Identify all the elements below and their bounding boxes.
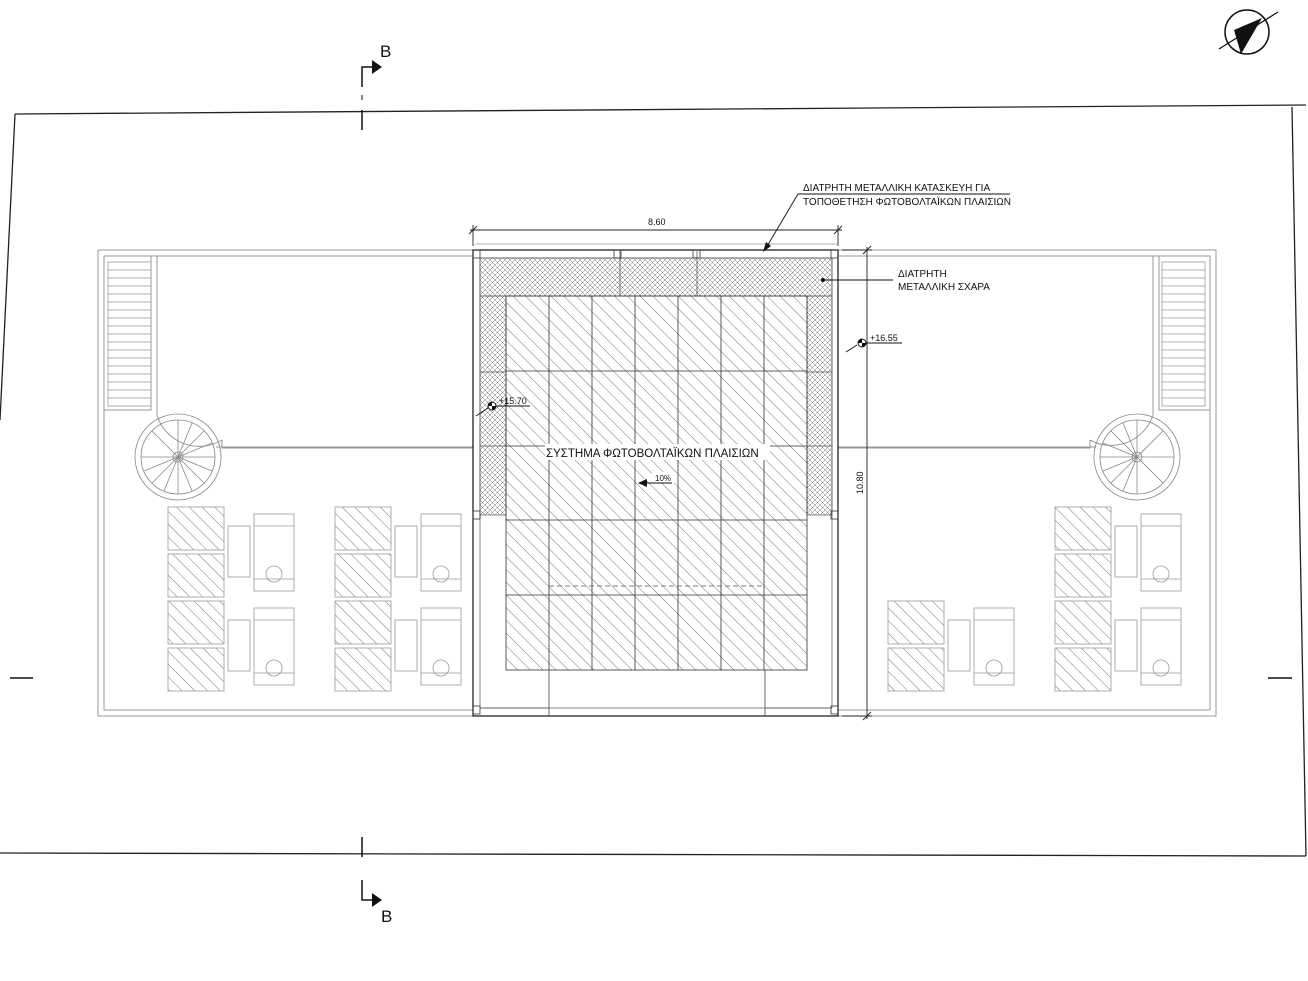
structure-note-line2: ΤΟΠΟΘΕΤΗΣΗ ΦΩΤΟΒΟΛΤΑΪΚΩΝ ΠΛΑΙΣΙΩΝ bbox=[803, 196, 1011, 208]
grating-note-line2: ΜΕΤΑΛΛΙΚΗ ΣΧΑΡΑ bbox=[898, 282, 990, 293]
level-right-label: +16.55 bbox=[870, 333, 898, 343]
structure-leader bbox=[763, 193, 1010, 252]
level-left-label: +15.70 bbox=[499, 396, 527, 406]
level-marker-left bbox=[475, 401, 530, 417]
pv-system-label: ΣΥΣΤΗΜΑ ΦΩΤΟΒΟΛΤΑΪΚΩΝ ΠΛΑΙΣΙΩΝ bbox=[546, 448, 759, 460]
hvac-units-right bbox=[887, 506, 1182, 692]
hvac-units-left bbox=[167, 506, 462, 692]
dimension-width-label: 8.60 bbox=[648, 217, 666, 227]
spiral-stair-right bbox=[1093, 413, 1181, 501]
grating-leader bbox=[821, 278, 893, 282]
plot-boundary bbox=[0, 104, 1307, 857]
left-louvre bbox=[107, 261, 152, 407]
dimension-height bbox=[842, 245, 872, 721]
slope-label: 10% bbox=[655, 474, 671, 483]
north-arrow-icon bbox=[1218, 9, 1279, 55]
section-label-bottom: B bbox=[381, 907, 392, 926]
dimension-width bbox=[468, 225, 843, 246]
level-marker-right bbox=[845, 338, 902, 353]
pv-structure bbox=[472, 249, 839, 717]
section-label-top: B bbox=[380, 42, 391, 61]
slope-arrow bbox=[638, 472, 676, 487]
section-line-b bbox=[10, 60, 1292, 907]
right-louvre bbox=[1161, 261, 1206, 407]
pv-label-mask bbox=[545, 444, 770, 460]
spiral-stair-left bbox=[134, 413, 222, 501]
roof-outline bbox=[97, 249, 1217, 717]
structure-note-line1: ΔΙΑΤΡΗΤΗ ΜΕΤΑΛΛΙΚΗ ΚΑΤΑΣΚΕΥΗ ΓΙΑ bbox=[803, 183, 990, 194]
dimension-height-label: 10.80 bbox=[855, 471, 865, 494]
grating-note-line1: ΔΙΑΤΡΗΤΗ bbox=[898, 269, 947, 280]
